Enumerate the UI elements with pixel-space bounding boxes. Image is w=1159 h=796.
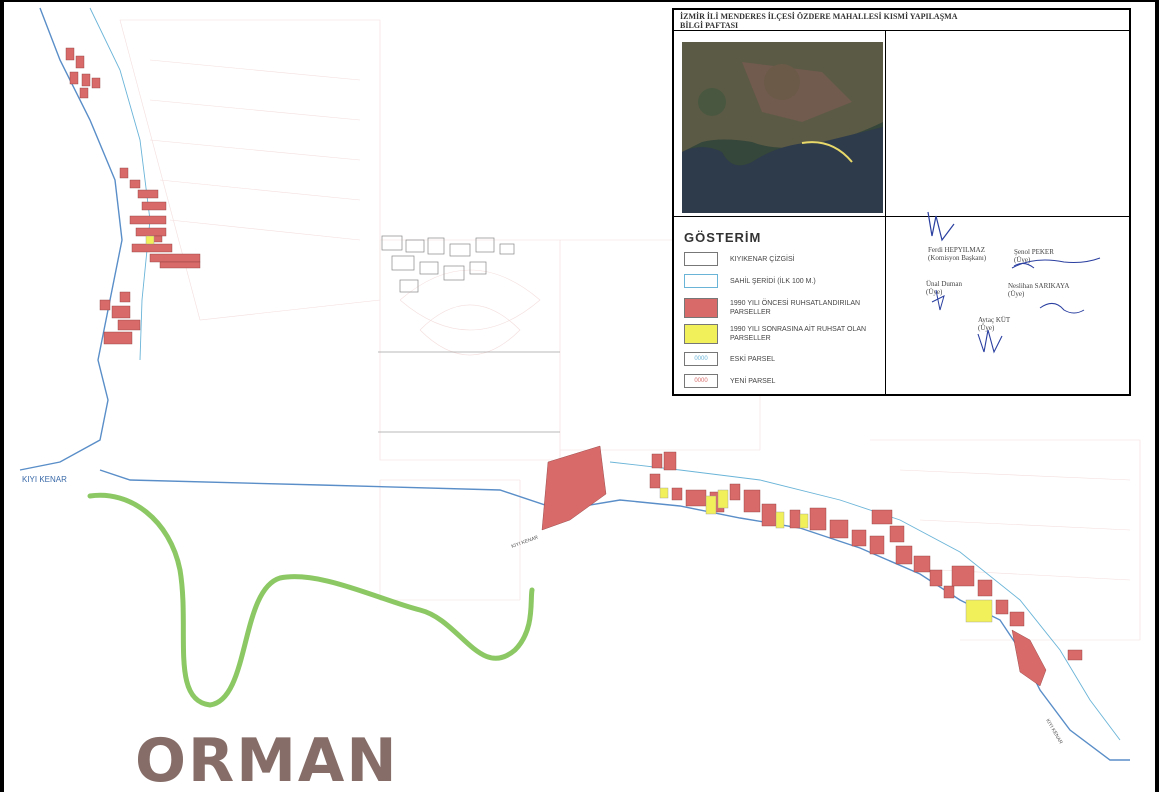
signature-senol: Şenol PEKER (Üye) (1014, 248, 1054, 264)
post-1990-parcels (145, 235, 993, 623)
kiyi-kenar-label-left: KIYI KENAR (22, 475, 67, 484)
legend-item: 1990 YILI ÖNCESİ RUHSATLANDIRILAN PARSEL… (684, 296, 870, 320)
divider (674, 216, 1129, 217)
legend-item: SAHİL ŞERİDİ (İLK 100 M.) (684, 272, 870, 290)
signature-neslihan: Neslihan SARIKAYA (Üye) (1008, 282, 1069, 298)
forest-label: ORMAN (135, 726, 399, 796)
legend-swatch (684, 324, 718, 344)
pre-1990-parcels (65, 47, 1083, 687)
legend-swatch (684, 298, 718, 318)
legend-swatch: 0000 (684, 352, 718, 366)
kiyi-kenar-label-mid: KIYI KENAR (511, 535, 540, 550)
dense-block (381, 235, 515, 293)
signer-role: (Üye) (1008, 290, 1025, 298)
signer-name: Neslihan SARIKAYA (1008, 282, 1070, 290)
signer-role: (Üye) (926, 288, 943, 296)
forest-boundary (87, 492, 535, 708)
panel-title-line1: İZMİR İLİ MENDERES İLÇESİ ÖZDERE MAHALLE… (680, 12, 958, 21)
legend-label: YENİ PARSEL (730, 377, 776, 385)
panel-title: İZMİR İLİ MENDERES İLÇESİ ÖZDERE MAHALLE… (680, 12, 980, 30)
legend-label: KIYIKENAR ÇİZGİSİ (730, 255, 795, 263)
signer-name: Ünal Duman (926, 280, 962, 288)
legend-label: ESKİ PARSEL (730, 355, 776, 363)
coast-inner-line (89, 7, 1121, 741)
legend-label: 1990 YILI SONRASINA AİT RUHSAT OLAN PARS… (730, 326, 867, 342)
signer-name: Ferdi HEPYILMAZ (928, 246, 985, 254)
handwritten-signatures (927, 211, 1101, 354)
panel-title-line2: BİLGİ PAFTASI (680, 21, 739, 30)
signer-role: (Üye) (1014, 256, 1031, 264)
kiyi-kenar-label-right: KIYI KENAR (1044, 718, 1063, 746)
legend-item: 0000 YENİ PARSEL (684, 372, 870, 390)
signature-aytac: Aytaç KÜT (Üye) (978, 316, 1010, 332)
signer-role: (Komisyon Başkanı) (928, 254, 987, 262)
legend-swatch (684, 274, 718, 288)
grid-lines (378, 351, 560, 433)
satellite-thumbnail (682, 42, 883, 213)
satellite-image (682, 42, 883, 213)
legend-label: SAHİL ŞERİDİ (İLK 100 M.) (730, 277, 816, 285)
signer-name: Şenol PEKER (1014, 248, 1054, 256)
legend-item: 1990 YILI SONRASINA AİT RUHSAT OLAN PARS… (684, 322, 870, 346)
signature-ferdi: Ferdi HEPYILMAZ (Komisyon Başkanı) (928, 246, 986, 262)
legend-swatch: 0000 (684, 374, 718, 388)
divider (674, 30, 1129, 31)
cadastral-texture (119, 19, 1141, 641)
signer-role: (Üye) (978, 324, 995, 332)
info-panel: İZMİR İLİ MENDERES İLÇESİ ÖZDERE MAHALLE… (672, 8, 1131, 396)
legend-title: GÖSTERİM (684, 230, 762, 245)
signer-name: Aytaç KÜT (978, 316, 1011, 324)
legend-swatch (684, 252, 718, 266)
signature-unal: Ünal Duman (Üye) (926, 280, 962, 296)
legend-item: 0000 ESKİ PARSEL (684, 350, 870, 368)
vertical-divider (885, 30, 886, 396)
legend-label: 1990 YILI ÖNCESİ RUHSATLANDIRILAN PARSEL… (730, 300, 861, 316)
legend-item: KIYIKENAR ÇİZGİSİ (684, 250, 870, 268)
